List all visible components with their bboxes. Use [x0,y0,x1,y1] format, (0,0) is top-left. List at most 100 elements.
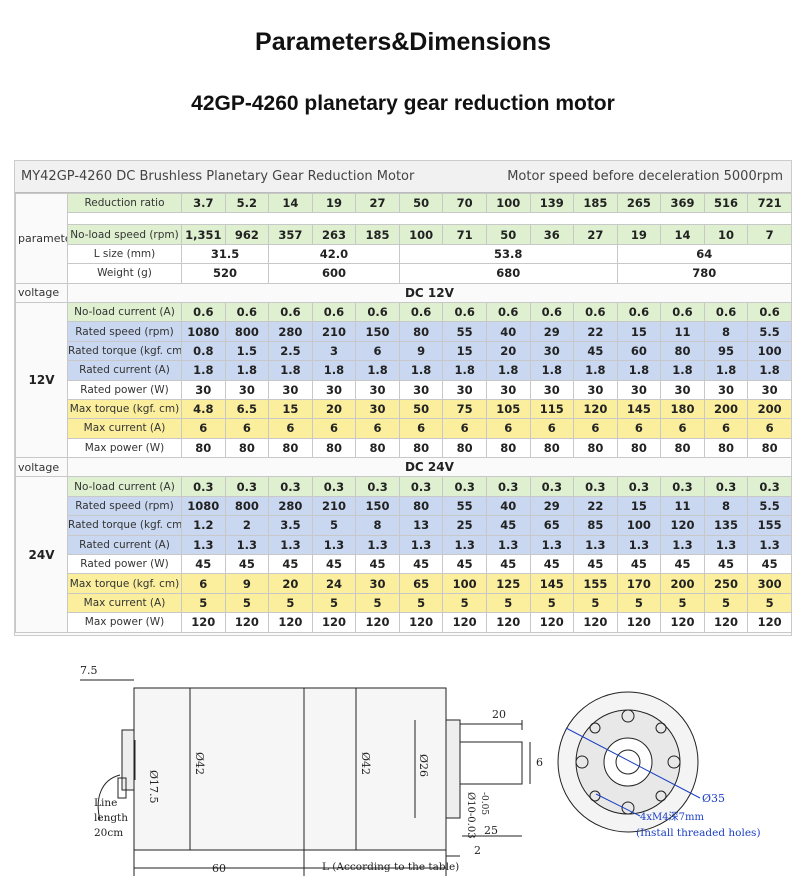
value-cell: 155 [573,573,618,594]
value-cell: 45 [573,554,618,575]
value-cell: 20 [268,573,313,594]
ratio-cell: 265 [616,192,662,214]
value-cell: 65 [529,515,575,536]
line-length-2: length [94,812,128,824]
value-cell: 1.3 [747,534,792,556]
value-cell: 180 [660,398,705,420]
value-cell: 45 [616,554,662,575]
value-cell: 24 [311,573,357,594]
row-label: Max torque (kgf. cm) [67,573,182,594]
value-cell: 0.3 [747,476,792,497]
value-cell: 0.6 [485,301,531,323]
value-cell: 5 [311,592,357,614]
value-cell: 125 [485,573,531,594]
value-cell: 45 [703,554,749,575]
ratio-cell: 721 [747,192,792,214]
value-cell: 80 [485,437,531,459]
value-cell: 1.8 [398,360,444,381]
value-cell: 80 [355,437,400,459]
value-cell: 30 [311,379,357,400]
value-cell: 800 [224,495,270,517]
value-cell: 1.3 [311,534,357,556]
value-cell: 0.3 [442,476,487,497]
noload-speed-cell: 1,351 [181,224,226,245]
noload-speed-cell: 100 [398,224,444,245]
value-cell: 8 [355,515,400,536]
value-cell: 80 [616,437,662,459]
value-cell: 45 [355,554,400,575]
value-cell: 30 [573,379,618,400]
value-cell: 80 [529,437,575,459]
row-label: Rated speed (rpm) [67,321,182,342]
value-cell: 210 [311,495,357,517]
table-row: parameterReduction ratio3.75.21419275070… [15,192,792,284]
value-cell: 5 [355,592,400,614]
ratio-cell: 27 [355,192,400,214]
row-label: Max torque (kgf. cm) [67,398,182,420]
value-cell: 5.5 [747,321,792,342]
value-cell: 1.2 [181,515,226,536]
value-cell: 1.8 [747,360,792,381]
ratio-cell: 19 [311,192,357,214]
threaded-holes-note: (Install threaded holes) [636,827,761,839]
value-cell: 5 [703,592,749,614]
dim-phi17-5: Ø17.5 [147,770,160,804]
value-cell: 11 [660,321,705,342]
value-cell: 6 [573,418,618,439]
value-cell: 200 [703,398,749,420]
value-cell: 0.3 [573,476,618,497]
weight-cell: 680 [398,263,618,284]
value-cell: 5 [616,592,662,614]
value-cell: 22 [573,495,618,517]
value-cell: 120 [660,612,705,633]
value-cell: 80 [181,437,226,459]
value-cell: 5 [442,592,487,614]
value-cell: 0.6 [747,301,792,323]
value-cell: 0.6 [398,301,444,323]
page-title: Parameters&Dimensions [255,28,551,56]
voltage-value: DC 12V [67,282,792,303]
row-label: Rated torque (kgf. cm) [67,340,182,362]
value-cell: 1.8 [355,360,400,381]
value-cell: 30 [442,379,487,400]
value-cell: 8 [703,321,749,342]
value-cell: 1.8 [224,360,270,381]
value-cell: 0.3 [224,476,270,497]
noload-speed-label: No-load speed (rpm) [67,224,182,245]
value-cell: 0.6 [181,301,226,323]
value-cell: 0.3 [355,476,400,497]
value-cell: 9 [398,340,444,362]
value-cell: 1.3 [268,534,313,556]
value-cell: 80 [703,437,749,459]
value-cell: 29 [529,321,575,342]
gearbox-body [303,687,447,851]
value-cell: 6 [224,418,270,439]
value-cell: 30 [398,379,444,400]
voltage-value: DC 24V [67,457,792,478]
l-size-label: L size (mm) [67,243,182,265]
value-cell: 15 [268,398,313,420]
voltage-group-label: 12V [15,301,68,459]
value-cell: 1.5 [224,340,270,362]
value-cell: 0.6 [442,301,487,323]
value-cell: 1.8 [268,360,313,381]
value-cell: 120 [268,612,313,633]
ratio-cell: 5.2 [224,192,270,214]
spec-header: MY42GP-4260 DC Brushless Planetary Gear … [15,161,791,193]
value-cell: 5 [224,592,270,614]
l-size-cell: 64 [616,243,792,265]
value-cell: 6 [747,418,792,439]
value-cell: 1.3 [442,534,487,556]
value-cell: 0.3 [703,476,749,497]
value-cell: 5.5 [747,495,792,517]
l-size-cell: 42.0 [268,243,400,265]
row-label: Rated torque (kgf. cm) [67,515,182,536]
spec-header-speed: Motor speed before deceleration 5000rpm [507,169,783,184]
value-cell: 20 [311,398,357,420]
value-cell: 15 [616,495,662,517]
value-cell: 0.3 [398,476,444,497]
value-cell: 1.3 [224,534,270,556]
